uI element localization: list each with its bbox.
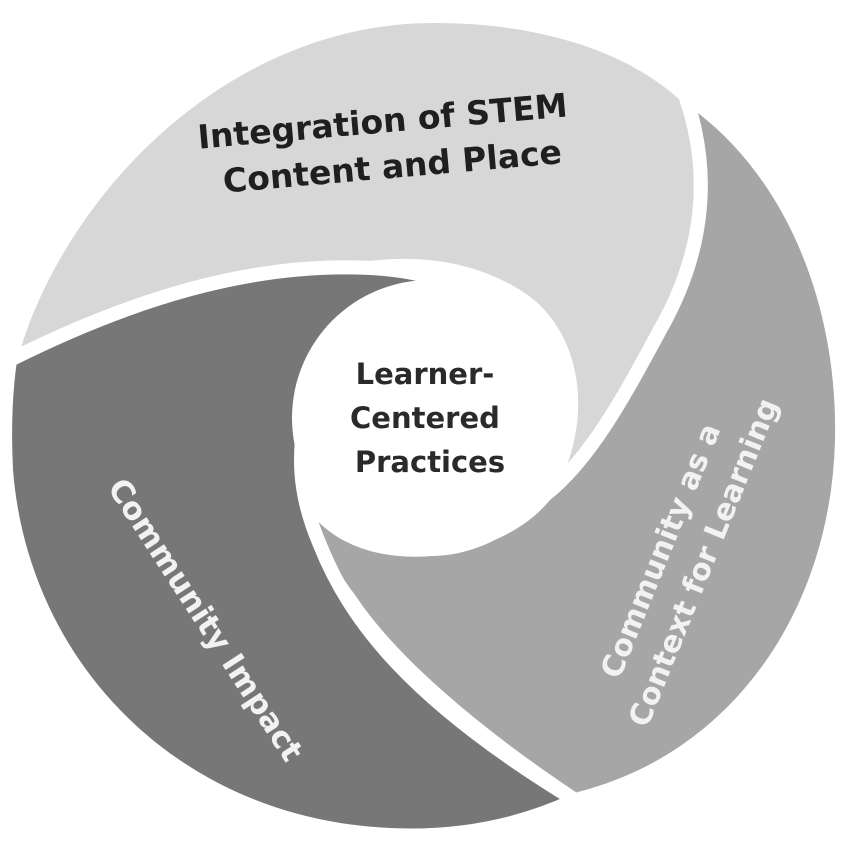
segment-community-impact bbox=[0, 260, 582, 843]
center-label: Learner- Centered Practices bbox=[350, 357, 510, 479]
center-label-line-3: Practices bbox=[355, 445, 505, 479]
center-label-line-2: Centered bbox=[350, 401, 500, 435]
center-label-line-1: Learner- bbox=[356, 357, 495, 391]
center-circle bbox=[292, 280, 568, 556]
